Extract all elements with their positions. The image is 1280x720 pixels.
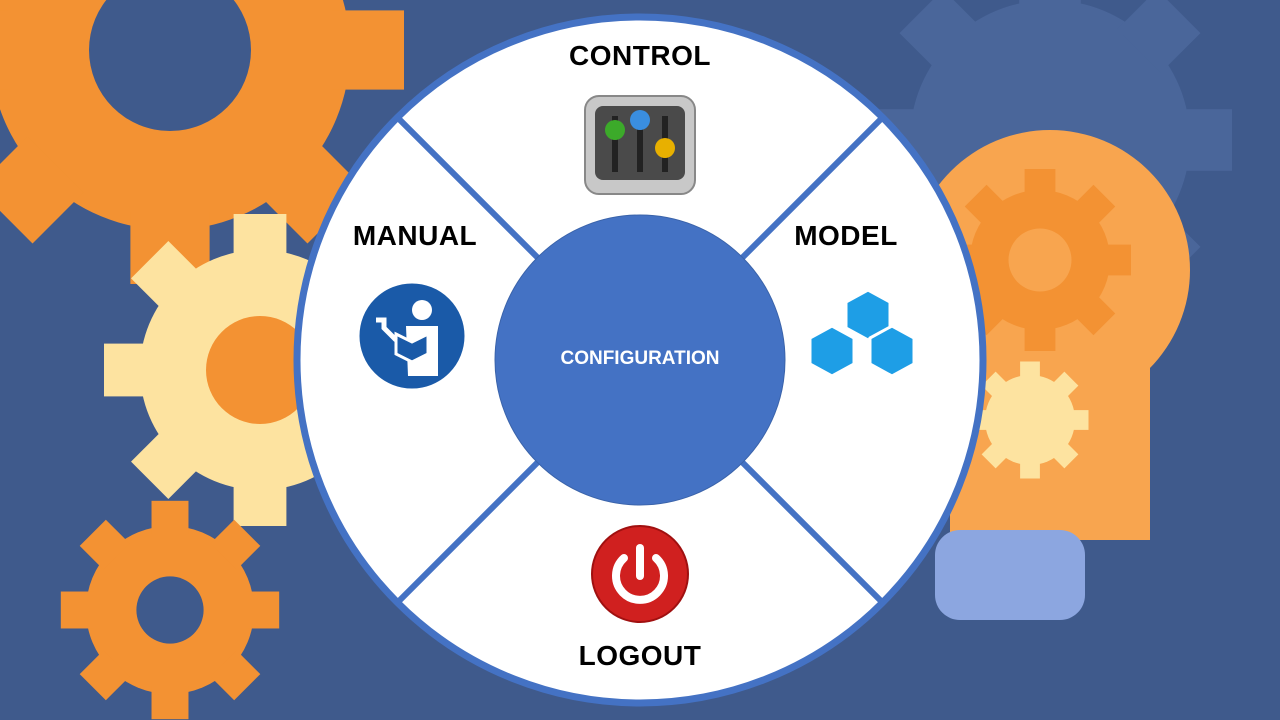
gear-icon (60, 500, 280, 720)
logout-label: LOGOUT (578, 640, 702, 671)
cubes-icon (808, 288, 916, 378)
manual-reader-icon (356, 280, 468, 392)
configuration-hub[interactable] (494, 214, 786, 506)
center-label: CONFIGURATION (560, 348, 720, 369)
control-label: CONTROL (569, 40, 711, 71)
sliders-icon (584, 95, 696, 195)
gear-icon (103, 214, 416, 526)
model-label: MODEL (794, 220, 898, 251)
segment-dividers (395, 115, 885, 605)
power-icon (591, 525, 689, 623)
manual-label: MANUAL (352, 220, 478, 251)
gear-icon (0, 0, 405, 284)
